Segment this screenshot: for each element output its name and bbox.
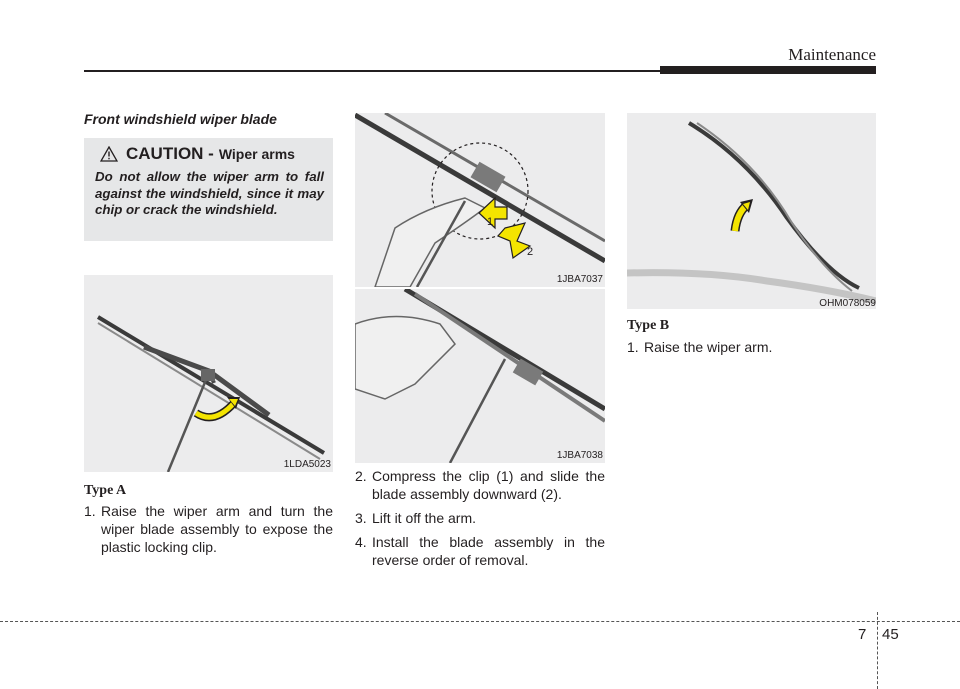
footer-rule <box>0 621 960 622</box>
caution-title: CAUTION - <box>126 144 214 163</box>
figure-wiper-type-a: 1LDA5023 <box>84 275 333 472</box>
callout-2-label: 2 <box>527 246 533 258</box>
header-rule <box>84 70 660 72</box>
step-item: 4. Install the blade assembly in the rev… <box>355 534 605 568</box>
caution-subtitle: Wiper arms <box>218 146 295 162</box>
type-b-steps: 1. Raise the wiper arm. <box>627 338 876 356</box>
chapter-number: 7 <box>858 626 867 643</box>
callout-1-label: 1 <box>487 216 493 228</box>
caution-text: Do not allow the wiper arm to fall again… <box>95 169 324 217</box>
type-b-label: Type B <box>627 318 670 333</box>
step-item: 1. Raise the wiper arm and turn the wipe… <box>84 503 333 555</box>
page-header-title: Maintenance <box>788 45 876 64</box>
wiper-blade-illustration <box>96 315 326 472</box>
figure-code: OHM078059 <box>819 298 876 309</box>
footer-divider <box>877 612 878 689</box>
type-b-wiper-illustration <box>627 121 876 305</box>
figure-code: 1JBA7038 <box>556 450 603 461</box>
caution-heading: CAUTION - Wiper arms <box>100 144 295 164</box>
lift-off-illustration <box>355 289 605 463</box>
step-item: 2. Compress the clip (1) and slide the b… <box>355 468 605 502</box>
figure-code: 1JBA7037 <box>556 274 603 285</box>
header-rule-thick <box>660 66 876 74</box>
type-a-steps: 1. Raise the wiper arm and turn the wipe… <box>84 502 333 556</box>
step-item: 1. Raise the wiper arm. <box>627 339 773 355</box>
step-item: 3. Lift it off the arm. <box>355 510 477 526</box>
warning-triangle-icon <box>100 146 118 162</box>
page-number: 45 <box>882 626 899 643</box>
clip-compress-illustration: 1 2 <box>355 113 605 287</box>
caution-box: CAUTION - Wiper arms Do not allow the wi… <box>84 138 333 241</box>
figure-wiper-type-b: OHM078059 <box>627 113 876 309</box>
figure-lift-off: 1JBA7038 <box>355 289 605 463</box>
figure-compress-clip: 1 2 1JBA7037 <box>355 113 605 287</box>
removal-steps: 2. Compress the clip (1) and slide the b… <box>355 467 605 569</box>
type-a-label: Type A <box>84 483 127 498</box>
section-title: Front windshield wiper blade <box>84 111 277 127</box>
figure-code: 1LDA5023 <box>283 459 331 470</box>
